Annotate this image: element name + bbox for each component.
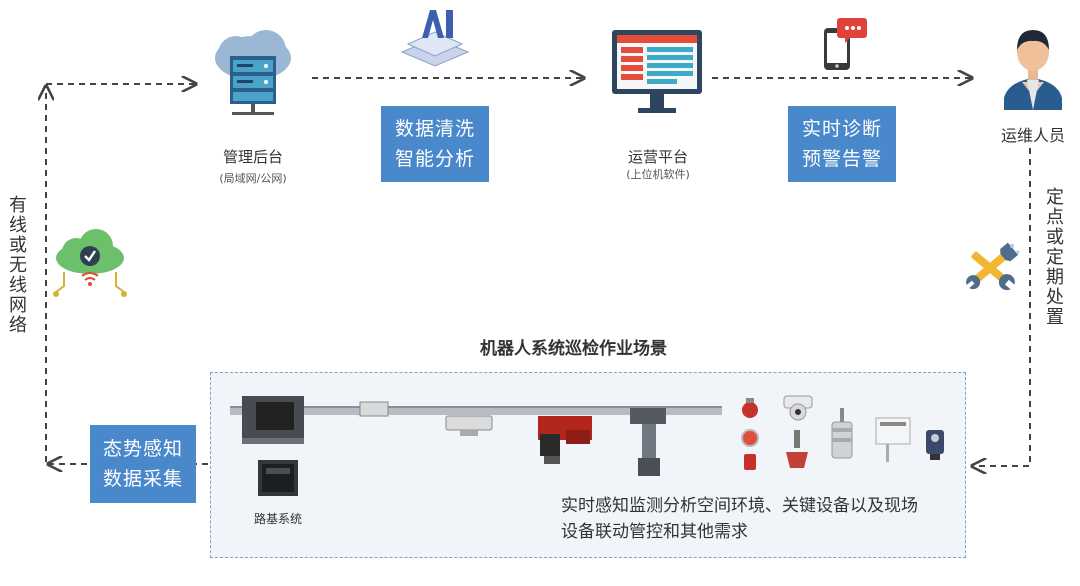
scene-equipment-drawing — [230, 395, 944, 496]
rail-device-1 — [359, 401, 389, 417]
worker-avatar-icon — [1004, 30, 1062, 110]
alarm-bell — [744, 454, 756, 470]
scene-box — [210, 372, 966, 558]
white-sensor-box — [875, 417, 911, 462]
cylinder-sensor — [831, 408, 853, 459]
gas-detector — [926, 430, 944, 460]
monitor-icon — [612, 30, 702, 113]
left-side-label: 有线或无线网络 — [9, 195, 27, 336]
scene-desc-line2: 设备联动管控和其他需求 — [561, 522, 748, 542]
data-clean-line1: 数据清洗 — [394, 118, 475, 140]
lift-robot — [630, 408, 666, 476]
base-system-label: 路基系统 — [253, 512, 302, 526]
arrow-right-down — [972, 148, 1031, 466]
base-system-cabinet — [258, 460, 298, 496]
ai-chip-icon: AI — [400, 10, 470, 67]
diagnose-box: 实时诊断 预警告警 — [788, 106, 896, 182]
tools-icon — [965, 242, 1020, 291]
rail-device-2 — [445, 415, 493, 431]
data-clean-box: 数据清洗 智能分析 — [381, 106, 489, 182]
perception-box: 态势感知 数据采集 — [90, 425, 196, 503]
perception-line2: 数据采集 — [102, 468, 183, 490]
perception-line1: 态势感知 — [102, 438, 183, 460]
fire-extinguisher — [742, 398, 758, 418]
scene-title: 机器人系统巡检作业场景 — [480, 339, 667, 359]
valve-device — [786, 430, 808, 468]
scene-desc-line1: 实时感知监测分析空间环境、关键设备以及现场 — [561, 496, 918, 516]
operations-label: 运营平台 — [627, 148, 688, 166]
alarm-light — [741, 429, 759, 447]
data-clean-line2: 智能分析 — [394, 148, 475, 170]
staff-label: 运维人员 — [1000, 126, 1065, 145]
right-side-label: 定点或定期处置 — [1046, 187, 1064, 328]
red-robot — [538, 416, 592, 464]
dome-camera — [783, 395, 813, 421]
management-label: 管理后台 — [222, 148, 283, 166]
phone-alert-icon — [824, 18, 867, 70]
wireless-cloud-icon — [53, 229, 127, 297]
diagnose-line1: 实时诊断 — [801, 118, 882, 140]
server-cloud-icon — [215, 30, 291, 115]
management-sub: (局域网/公网) — [219, 172, 287, 185]
operations-sub: (上位机软件) — [626, 168, 690, 181]
rail-track — [230, 408, 722, 415]
diagnose-line2: 预警告警 — [801, 148, 882, 170]
